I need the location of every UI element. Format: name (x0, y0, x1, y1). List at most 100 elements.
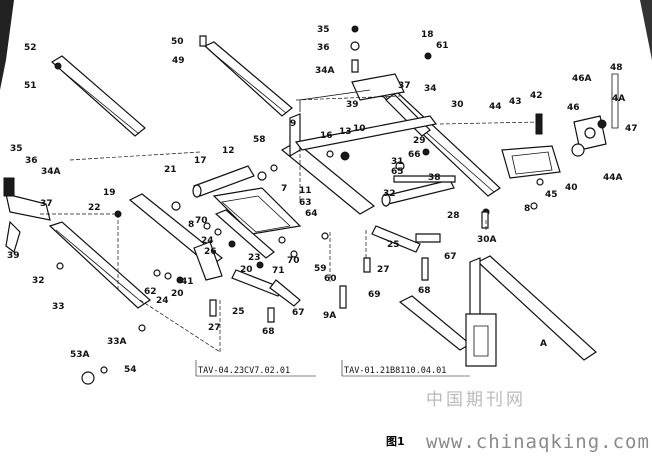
part-roller-17 (192, 165, 255, 198)
callout-68-right: 68 (418, 286, 431, 296)
callout-39-left: 39 (7, 251, 20, 261)
callout-17: 17 (194, 156, 207, 166)
callout-67-right: 67 (444, 252, 457, 262)
callout-45: 45 (545, 190, 558, 200)
part-bar-49 (199, 35, 293, 117)
part-axle-28 (381, 175, 456, 207)
alignment-lines (40, 95, 541, 353)
callout-46: 46 (567, 103, 580, 113)
part-bar-33 (48, 221, 151, 309)
ref-brackets (195, 360, 470, 377)
callout-24-b: 24 (156, 296, 169, 306)
callout-60: 60 (324, 274, 337, 284)
watermark-cn: 中国期刊网 (426, 390, 526, 410)
callout-32-left: 32 (32, 276, 45, 286)
callout-13: 13 (339, 127, 352, 137)
callout-67-low: 67 (292, 308, 305, 318)
callout-34A: 34A (315, 66, 335, 76)
callout-42: 42 (530, 91, 543, 101)
callout-32: 32 (383, 189, 396, 199)
callout-50: 50 (171, 37, 184, 47)
callout-59: 59 (314, 264, 327, 274)
callout-21: 21 (164, 165, 177, 175)
callout-66: 66 (408, 150, 421, 160)
part-hub-46 (571, 73, 619, 157)
callout-16: 16 (320, 131, 333, 141)
callout-34A-left: 34A (41, 167, 61, 177)
callout-63: 63 (299, 198, 312, 208)
callout-23: 23 (248, 253, 261, 263)
callout-7: 7 (281, 184, 287, 194)
callout-49: 49 (172, 56, 185, 66)
part-bar-51 (50, 55, 146, 137)
callout-8: 8 (524, 204, 530, 214)
part-bracket-44 (501, 113, 561, 179)
scan-shadow-left (0, 0, 14, 90)
part-long-bar-A (398, 255, 597, 367)
callout-9A: 9A (323, 311, 336, 321)
callout-20-b: 20 (171, 289, 184, 299)
callout-70: 70 (195, 216, 208, 226)
callout-47: 47 (625, 124, 638, 134)
callout-33: 33 (52, 302, 65, 312)
callout-46A: 46A (572, 74, 592, 84)
callout-62: 62 (144, 287, 157, 297)
callout-26: 26 (204, 247, 217, 257)
callout-4A: 4A (612, 94, 625, 104)
callout-37-left: 37 (40, 199, 53, 209)
callout-11: 11 (299, 186, 312, 196)
callout-44A: 44A (603, 173, 623, 183)
callout-12: 12 (222, 146, 235, 156)
callout-36: 36 (317, 43, 330, 53)
callout-61: 61 (436, 41, 449, 51)
callout-28: 28 (447, 211, 460, 221)
callout-10: 10 (353, 124, 366, 134)
callout-22: 22 (88, 203, 101, 213)
small-hardware (54, 25, 544, 385)
part-center-frame-19 (128, 187, 302, 281)
part-main-frame-9 (280, 89, 438, 215)
callout-8-mid: 8 (188, 220, 194, 230)
callout-40: 40 (565, 183, 578, 193)
callout-18: 18 (421, 30, 434, 40)
callout-24: 24 (201, 236, 214, 246)
callout-41: 41 (181, 277, 194, 287)
callout-A: A (540, 339, 547, 349)
callout-35-left: 35 (10, 144, 23, 154)
drawing-ref-left: TAV-04.23CV7.02.01 (198, 366, 290, 376)
callout-33A: 33A (107, 337, 127, 347)
callout-36-left: 36 (25, 156, 38, 166)
callout-29: 29 (413, 136, 426, 146)
drawing-ref-right: TAV-01.21B8110.04.01 (344, 366, 446, 376)
callout-35: 35 (317, 25, 330, 35)
callout-53A: 53A (70, 350, 90, 360)
part-left-bracket-37 (3, 177, 51, 253)
callout-44: 44 (489, 102, 502, 112)
callout-65: 65 (391, 167, 404, 177)
callout-9: 9 (290, 119, 296, 129)
callout-20: 20 (240, 265, 253, 275)
callout-58: 58 (253, 135, 266, 145)
callout-71: 71 (272, 266, 285, 276)
callout-70-b: 70 (287, 256, 300, 266)
callout-31: 31 (391, 157, 404, 167)
callout-43: 43 (509, 97, 522, 107)
callout-labels: 50 49 35 36 34A 18 61 37 34 39 30 44 43 … (7, 25, 638, 375)
callout-30A: 30A (477, 235, 497, 245)
watermark-url: www.chinaqking.com (426, 431, 650, 453)
callout-64: 64 (305, 209, 318, 219)
callout-38: 38 (428, 173, 441, 183)
callout-25-low: 25 (232, 307, 245, 317)
callout-30: 30 (451, 100, 464, 110)
callout-27-right: 27 (377, 265, 390, 275)
scan-shadow-right (640, 0, 652, 60)
callout-54: 54 (124, 365, 137, 375)
callout-34: 34 (424, 84, 437, 94)
callout-39: 39 (346, 100, 359, 110)
callout-48: 48 (610, 63, 623, 73)
callout-19: 19 (103, 188, 116, 198)
callout-27-low: 27 (208, 323, 221, 333)
callout-51: 51 (24, 81, 37, 91)
callout-68-low: 68 (262, 327, 275, 337)
